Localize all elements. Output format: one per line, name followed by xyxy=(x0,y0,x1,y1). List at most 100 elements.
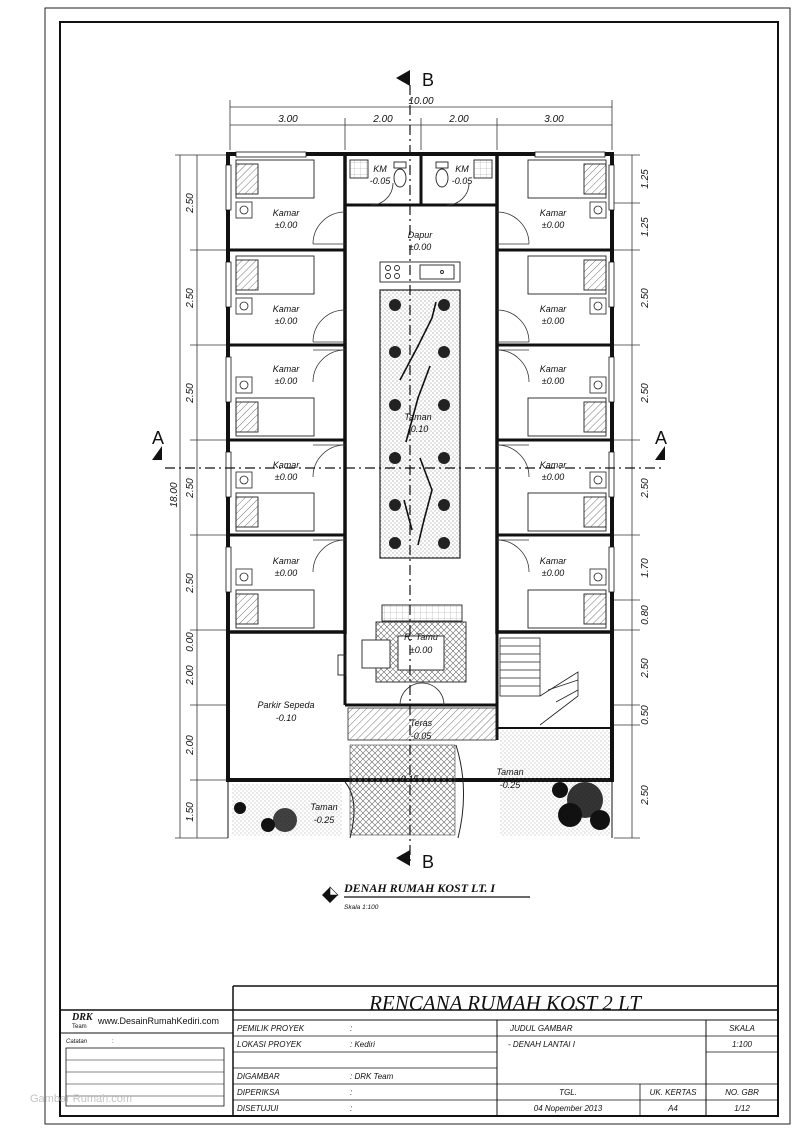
dim-left-2: 2.50 xyxy=(185,288,196,309)
kamar-l3-level: ±0.00 xyxy=(275,376,297,386)
kamar-l3-name: Kamar xyxy=(273,364,301,374)
right-dimensions xyxy=(614,154,640,839)
dim-top-4: 3.00 xyxy=(544,114,564,125)
taman-left-level: -0.25 xyxy=(314,815,336,825)
kamar-l4-level: ±0.00 xyxy=(275,472,297,482)
plan-scale: Skala 1:100 xyxy=(344,904,379,911)
kamar-r5-name: Kamar xyxy=(540,556,568,566)
dim-right-8: 2.50 xyxy=(640,658,651,679)
dim-right-1: 1.25 xyxy=(640,169,651,189)
kamar-l1-level: ±0.00 xyxy=(275,220,297,230)
nogbr-value: 1/12 xyxy=(734,1104,750,1113)
toilets xyxy=(349,159,493,188)
dim-left-4: 2.50 xyxy=(185,478,196,499)
judul-label: JUDUL GAMBAR xyxy=(509,1024,573,1033)
dim-right-2: 1.25 xyxy=(640,217,651,237)
kamar-r2-name: Kamar xyxy=(540,304,568,314)
km1-name: KM xyxy=(373,164,387,174)
dim-right-5: 2.50 xyxy=(640,478,651,499)
dapur-level: ±0.00 xyxy=(409,242,431,252)
kamar-r5-level: ±0.00 xyxy=(542,568,564,578)
windows xyxy=(225,151,615,593)
diperiksa-label: DIPERIKSA xyxy=(237,1088,280,1097)
judul-value: - DENAH LANTAI I xyxy=(508,1040,576,1049)
kamar-l2-name: Kamar xyxy=(273,304,301,314)
dim-left-3: 2.50 xyxy=(185,383,196,404)
kamar-r4-level: ±0.00 xyxy=(542,472,564,482)
dim-top-2: 2.00 xyxy=(372,114,393,125)
living-room-furniture xyxy=(337,604,467,683)
kamar-l2-level: ±0.00 xyxy=(275,316,297,326)
kamar-l5-name: Kamar xyxy=(273,556,301,566)
kamar-r2-level: ±0.00 xyxy=(542,316,564,326)
km1-level: -0.05 xyxy=(370,176,392,186)
parkir-level: -0.10 xyxy=(276,713,297,723)
outer-border xyxy=(44,7,791,1125)
beds xyxy=(235,159,607,629)
kamar-l5-level: ±0.00 xyxy=(275,568,297,578)
dim-right-3: 2.50 xyxy=(640,288,651,309)
lokasi-value: : Kediri xyxy=(350,1040,375,1049)
diperiksa-value: : xyxy=(350,1088,352,1097)
tamu-level: ±0.00 xyxy=(410,645,432,655)
main-title: RENCANA RUMAH KOST 2 LT xyxy=(368,991,642,1015)
taman-right-name: Taman xyxy=(496,767,523,777)
kamar-r4-name: Kamar xyxy=(540,460,568,470)
skala-value: 1:100 xyxy=(732,1040,753,1049)
dim-top-total: 10.00 xyxy=(408,96,433,107)
kamar-l1-name: Kamar xyxy=(273,208,301,218)
catatan-label: Catatan xyxy=(66,1039,88,1045)
plan-title-marker xyxy=(322,886,530,903)
front-yard xyxy=(232,707,610,839)
top-dimensions xyxy=(229,100,613,150)
dim-right-9: 0.50 xyxy=(640,705,651,725)
logo-top: DRK xyxy=(71,1012,94,1023)
website: www.DesainRumahKediri.com xyxy=(97,1016,219,1026)
digambar-label: DIGAMBAR xyxy=(237,1072,280,1081)
section-a-right: A xyxy=(655,428,667,448)
pemilik-label: PEMILIK PROYEK xyxy=(237,1024,305,1033)
nightstands xyxy=(235,201,607,586)
skala-label: SKALA xyxy=(729,1024,755,1033)
title-block-lines xyxy=(60,985,778,1116)
nogbr-label: NO. GBR xyxy=(725,1088,759,1097)
dim-right-10: 2.50 xyxy=(640,785,651,806)
taman-inner-level: -0.10 xyxy=(408,424,429,434)
dim-right-7: 0.80 xyxy=(640,605,651,625)
dim-left-1: 2.50 xyxy=(185,193,196,214)
km2-name: KM xyxy=(455,164,469,174)
section-markers xyxy=(152,70,665,866)
digambar-value: : DRK Team xyxy=(350,1072,394,1081)
dim-left-7: 2.00 xyxy=(185,665,196,686)
watermark: Gambar Rumah.com xyxy=(30,1093,132,1105)
kamar-r1-name: Kamar xyxy=(540,208,568,218)
taman-inner-name: Taman xyxy=(404,412,431,422)
drive-level: -0.15 xyxy=(398,774,420,784)
section-b-top: B xyxy=(422,70,434,90)
dapur-name: Dapur xyxy=(408,230,434,240)
logo-bottom: Team xyxy=(72,1024,87,1030)
section-a-left: A xyxy=(152,428,164,448)
tgl-value: 04 Nopember 2013 xyxy=(534,1104,603,1113)
dim-top-3: 2.00 xyxy=(448,114,469,125)
dim-left-total: 18.00 xyxy=(169,482,180,507)
dim-right-6: 1.70 xyxy=(640,558,651,578)
kamar-r3-name: Kamar xyxy=(540,364,568,374)
disetujui-label: DISETUJUI xyxy=(237,1104,279,1113)
teras-level: -0.05 xyxy=(411,731,433,741)
section-b-bottom: B xyxy=(422,852,434,872)
kamar-r3-level: ±0.00 xyxy=(542,376,564,386)
lokasi-label: LOKASI PROYEK xyxy=(237,1040,302,1049)
kitchen-counter xyxy=(379,261,461,283)
inner-border xyxy=(59,21,779,1117)
kertas-label: UK. KERTAS xyxy=(650,1088,697,1097)
dim-left-5: 2.50 xyxy=(185,573,196,594)
door-swings xyxy=(312,182,530,706)
dim-right-4: 2.50 xyxy=(640,383,651,404)
taman-right-level: -0.25 xyxy=(500,780,522,790)
pemilik-value: : xyxy=(350,1024,352,1033)
plan-title: DENAH RUMAH KOST LT. I xyxy=(343,881,496,895)
dim-left-6: 0.00 xyxy=(185,632,196,652)
